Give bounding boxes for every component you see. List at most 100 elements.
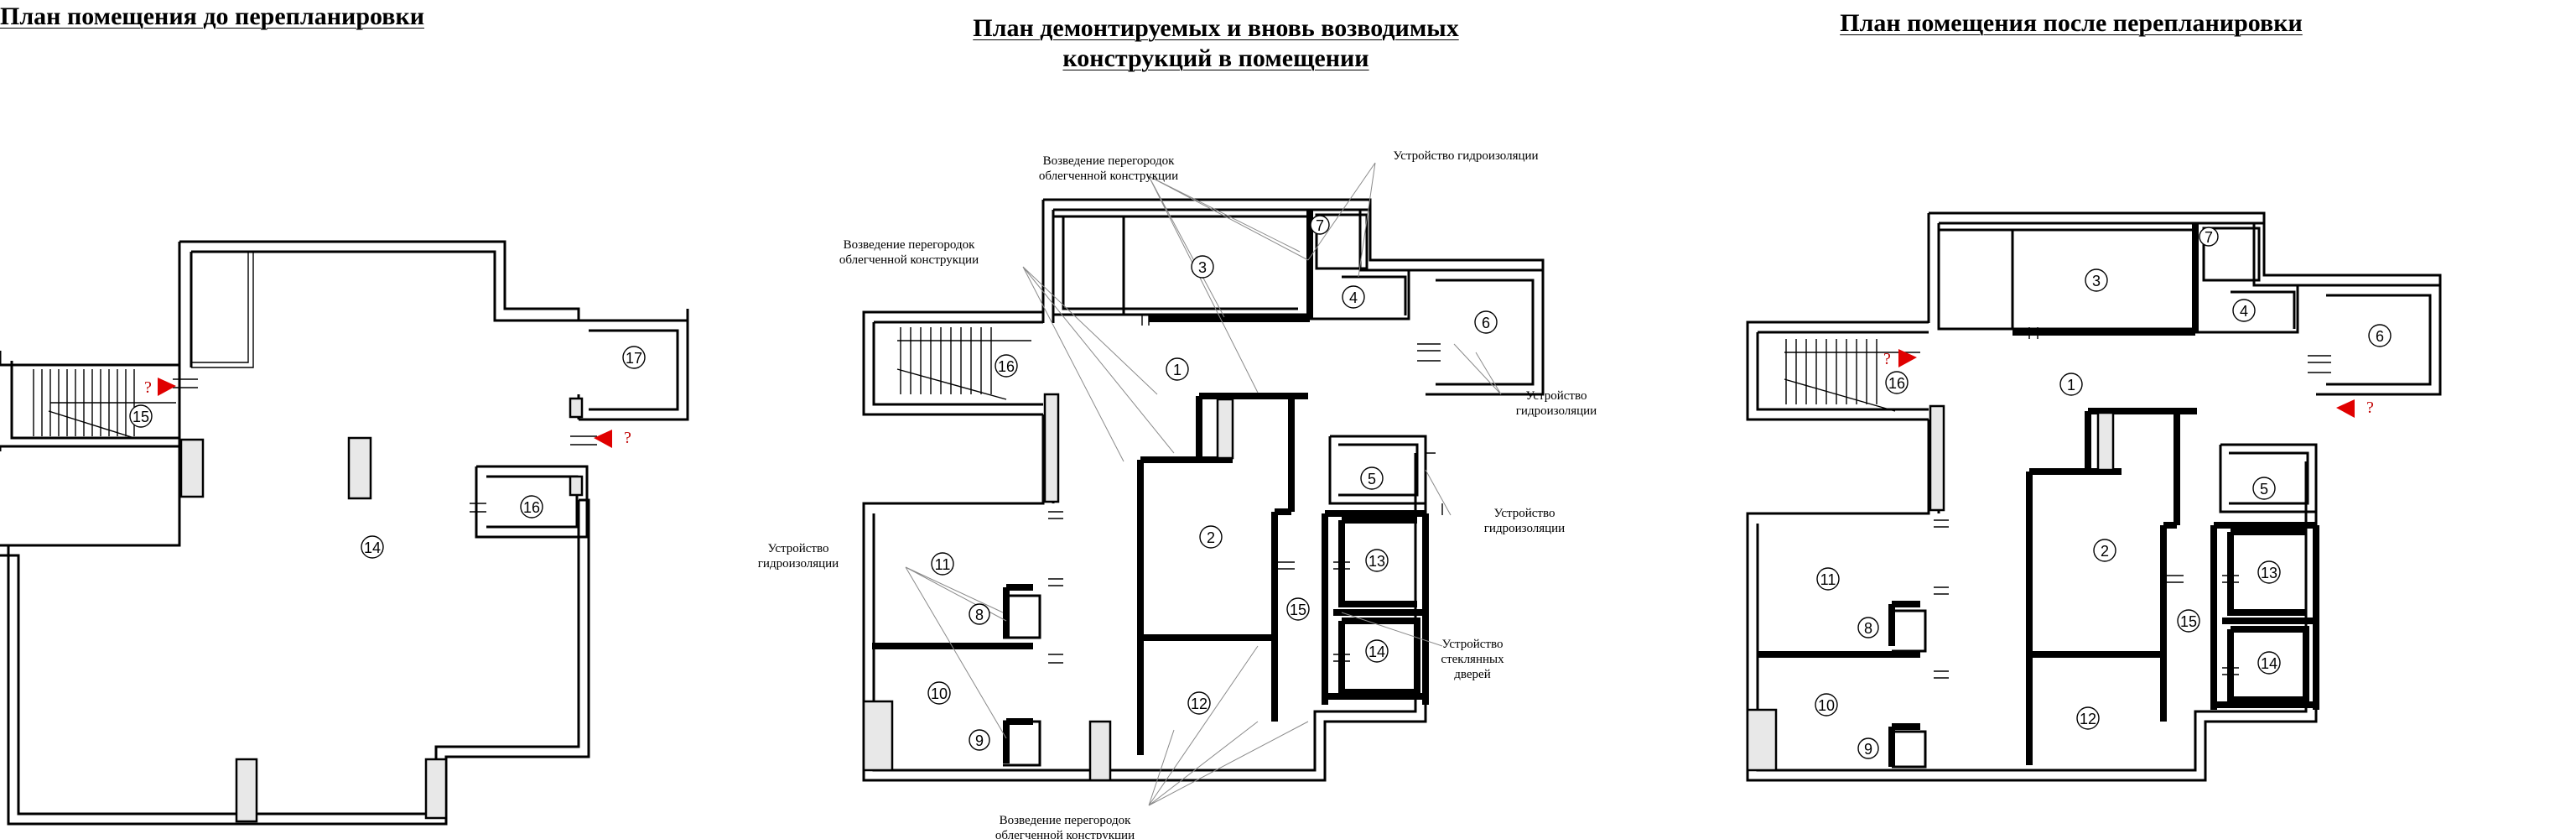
svg-text:4: 4 — [2240, 303, 2248, 320]
middle-room-8-9-walls — [1003, 594, 1041, 767]
svg-text:14: 14 — [2261, 655, 2277, 672]
ann-glass-doors-1: Устройство — [1442, 638, 1504, 651]
after-room-11: 11 — [1816, 567, 1840, 591]
after-room-3-walls — [1937, 223, 2197, 331]
svg-text:15: 15 — [1290, 602, 1306, 618]
plan-middle: Возведение перегородок облегченной конст… — [758, 149, 1597, 839]
middle-room-5-walls — [1328, 435, 1427, 505]
title-middle-line2: конструкций в помещении — [1062, 44, 1369, 72]
after-door-ticks — [1934, 327, 2331, 679]
after-room-1: 1 — [2059, 373, 2083, 396]
before-arrow-marker-1 — [158, 378, 176, 396]
before-door-ticks — [173, 378, 597, 513]
svg-text:3: 3 — [1198, 259, 1207, 276]
title-after: План помещения после перепланировки — [1840, 9, 2303, 37]
before-marker-1: ? — [144, 378, 152, 397]
svg-text:3: 3 — [2092, 273, 2101, 289]
svg-text:9: 9 — [975, 732, 984, 749]
before-pier-bottom — [235, 758, 258, 823]
svg-text:7: 7 — [1316, 217, 1324, 234]
svg-text:5: 5 — [1368, 471, 1376, 487]
middle-room-6-walls — [1426, 268, 1545, 396]
after-room-6-walls — [2316, 284, 2442, 396]
before-room-17: 17 — [622, 346, 646, 369]
middle-room-15: 15 — [1286, 597, 1310, 621]
svg-text:14: 14 — [1368, 644, 1385, 660]
middle-room-14: 14 — [1365, 639, 1389, 663]
after-column-center — [2096, 411, 2115, 472]
after-room-8: 8 — [1857, 617, 1879, 638]
ann-glass-doors-3: дверей — [1454, 668, 1490, 681]
after-room-13: 13 — [2257, 560, 2281, 584]
before-arrow-marker-2 — [594, 430, 612, 448]
after-column-left — [1929, 404, 1945, 512]
after-room-9: 9 — [1857, 737, 1879, 759]
svg-text:6: 6 — [1482, 315, 1490, 331]
after-pier-left — [1746, 708, 1778, 772]
ann-partitions-left-2: облегченной конструкции — [839, 253, 979, 267]
before-staircase — [33, 369, 176, 439]
ann-waterproof-left-2: гидроизоляции — [758, 557, 839, 571]
after-marker-2: ? — [2366, 399, 2374, 417]
after-room-2: 2 — [2093, 539, 2116, 562]
middle-staircase — [896, 327, 1031, 400]
middle-pier-bottom — [1088, 720, 1112, 782]
svg-text:2: 2 — [2101, 543, 2109, 560]
svg-text:8: 8 — [1864, 620, 1872, 637]
middle-room-7: 7 — [1310, 215, 1330, 235]
svg-text:10: 10 — [931, 685, 948, 702]
svg-text:15: 15 — [132, 409, 149, 425]
after-room-3: 3 — [2085, 268, 2108, 292]
plan-after: ? ? 1 2 3 4 5 6 7 8 9 10 11 12 13 14 15 … — [1746, 211, 2442, 782]
ann-partitions-top-1: Возведение перегородок — [1043, 154, 1175, 168]
after-room-5-walls — [2219, 443, 2318, 513]
title-before: План помещения до перепланировки — [0, 3, 425, 30]
after-arrow-marker-1 — [1898, 349, 1917, 367]
middle-room-5: 5 — [1360, 466, 1384, 490]
ann-waterproof-left-1: Устройство — [768, 542, 829, 555]
after-room-6: 6 — [2368, 324, 2392, 347]
middle-room-1: 1 — [1166, 357, 1189, 381]
before-room-15: 15 — [129, 404, 153, 428]
ann-partitions-top-2: облегченной конструкции — [1039, 169, 1178, 183]
svg-text:7: 7 — [2205, 229, 2213, 246]
svg-text:16: 16 — [523, 499, 540, 516]
after-room-10: 10 — [1815, 693, 1838, 717]
before-pier-right2 — [569, 475, 584, 497]
svg-text:4: 4 — [1349, 289, 1358, 306]
after-room-8-9-walls — [1892, 609, 1927, 769]
svg-text:13: 13 — [2261, 565, 2277, 581]
after-room-4: 4 — [2232, 299, 2256, 322]
after-marker-1: ? — [1883, 350, 1891, 368]
before-window — [191, 252, 254, 368]
middle-leader-lines — [905, 162, 1502, 806]
after-walls-thick — [1758, 223, 2319, 767]
ann-glass-doors-2: стеклянных — [1441, 653, 1504, 666]
after-room-4-7-walls — [2194, 221, 2299, 334]
ann-waterproof-r1-2: гидроизоляции — [1516, 404, 1597, 418]
before-pier-right — [569, 397, 584, 419]
svg-text:1: 1 — [1173, 362, 1182, 378]
after-staircase — [1784, 339, 1920, 412]
middle-room-16: 16 — [995, 354, 1018, 378]
middle-room-3-walls — [1052, 210, 1310, 316]
ann-partitions-left-1: Возведение перегородок — [844, 238, 975, 252]
svg-text:17: 17 — [626, 350, 642, 367]
middle-room-3: 3 — [1191, 255, 1214, 279]
middle-door-ticks — [1048, 314, 1443, 664]
middle-pier-left — [862, 700, 894, 772]
middle-new-partitions — [872, 210, 1429, 763]
middle-room-2: 2 — [1199, 525, 1223, 549]
svg-text:15: 15 — [2180, 613, 2197, 630]
svg-text:16: 16 — [998, 358, 1015, 375]
svg-text:6: 6 — [2376, 328, 2384, 345]
svg-text:9: 9 — [1864, 741, 1872, 758]
ann-partitions-bottom-2: облегченной конструкции — [995, 829, 1135, 839]
middle-column-center — [1216, 398, 1234, 460]
middle-room-4-7-walls — [1308, 208, 1410, 320]
before-room-16-walls — [475, 465, 589, 539]
svg-text:12: 12 — [2080, 711, 2096, 727]
svg-text:11: 11 — [935, 556, 951, 573]
svg-text:5: 5 — [2260, 481, 2268, 498]
middle-room-13: 13 — [1365, 549, 1389, 572]
